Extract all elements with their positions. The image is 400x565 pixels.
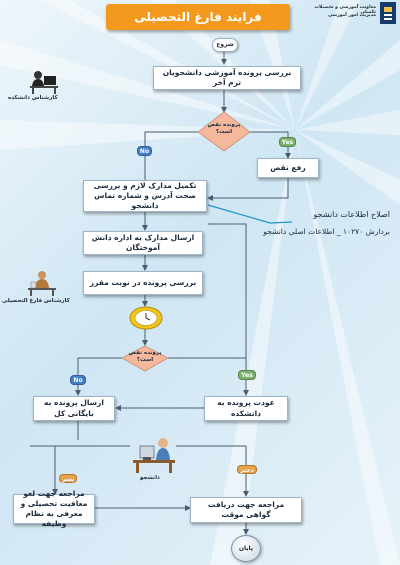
daughter-pill: دختر	[237, 465, 257, 474]
refer-exemption-box: مراجعه جهت لغو معافیت تحصیلی و معرفی به …	[13, 489, 95, 528]
faculty-expert-icon	[30, 71, 58, 94]
start-node: شروع	[212, 38, 238, 52]
title-bar	[106, 4, 290, 30]
note-line-2: بردارش ۱۰۲۷۰ _ اطلاعات اصلی دانشجو	[263, 227, 390, 236]
yes-pill-2: Yes	[238, 370, 256, 380]
clock-icon	[129, 306, 163, 330]
student-desk-icon	[133, 438, 175, 473]
org-line-1: معاونت آموزشی و تحصیلات تکمیلی	[314, 5, 376, 15]
decision-1-label: پرونده نقص است؟	[207, 122, 241, 136]
end-label: پایان	[238, 545, 254, 552]
no-pill-2: No	[70, 375, 86, 385]
complete-docs-box: تکمیل مدارک لازم و بررسی صحت آدرس و شمار…	[83, 180, 207, 212]
graduation-expert-label: کارشناس فارغ التحصیلی	[2, 298, 70, 304]
yes-pill-1: Yes	[279, 137, 296, 147]
send-docs-box: ارسال مدارک به اداره دانش آموختگان	[83, 231, 203, 255]
send-archive-box: ارسال پرونده به بایگانی کل	[33, 396, 115, 421]
university-logo-icon	[380, 2, 396, 24]
fix-defect-box: رفع نقص	[257, 158, 319, 178]
org-line-2: مدیریت امور آموزشی	[328, 13, 376, 18]
faculty-expert-label: کارشناس دانشکده	[8, 95, 58, 101]
no-pill-1: No	[137, 146, 152, 156]
son-pill: پسر	[59, 474, 77, 483]
student-label: دانشجو	[140, 475, 160, 481]
note-line-1: اصلاح اطلاعات دانشجو	[313, 210, 390, 219]
refer-certificate-box: مراجعه جهت دریافت گواهی موقت	[190, 497, 302, 523]
decision-2-label: پرونده نقص است؟	[128, 350, 162, 364]
page-title: فرایند فارغ التحصیلی	[134, 10, 262, 24]
graduation-expert-icon	[28, 271, 56, 296]
review-records-box: بررسی پرونده آموزشی دانشجویان ترم آخر	[153, 66, 301, 90]
review-in-turn-box: بررسی پرونده در نوبت مقرر	[83, 271, 203, 295]
end-node	[231, 535, 261, 562]
return-faculty-box: عودت پرونده به دانشکده	[204, 396, 288, 421]
